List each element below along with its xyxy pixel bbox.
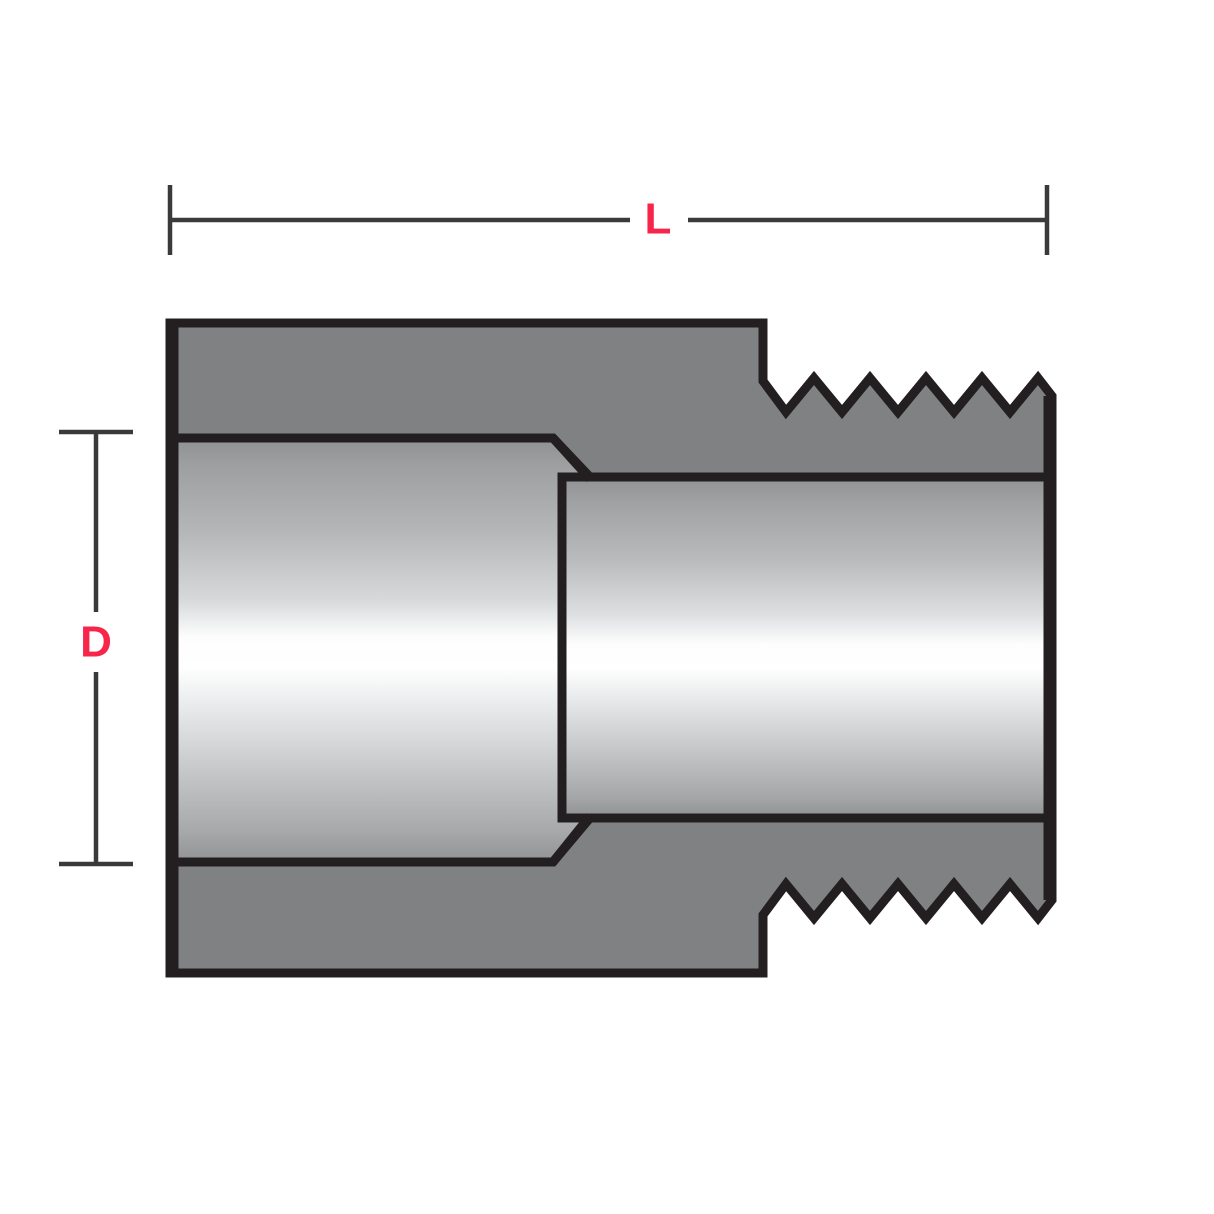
bore-transition-chamfer-top xyxy=(549,434,594,483)
thread-bore-surface xyxy=(557,472,1057,823)
bore-transition-chamfer-bottom xyxy=(549,813,594,865)
dimension-label-length: L xyxy=(645,195,672,244)
thread-bore-group xyxy=(557,472,1057,823)
dimension-length-group: L xyxy=(167,185,1050,255)
dimension-label-diameter: D xyxy=(80,618,112,667)
socket-bore-group xyxy=(165,433,595,867)
socket-bore-surface xyxy=(165,433,595,867)
dimension-diameter-group: D xyxy=(59,429,133,867)
section-edge-lines-group xyxy=(169,323,1053,973)
